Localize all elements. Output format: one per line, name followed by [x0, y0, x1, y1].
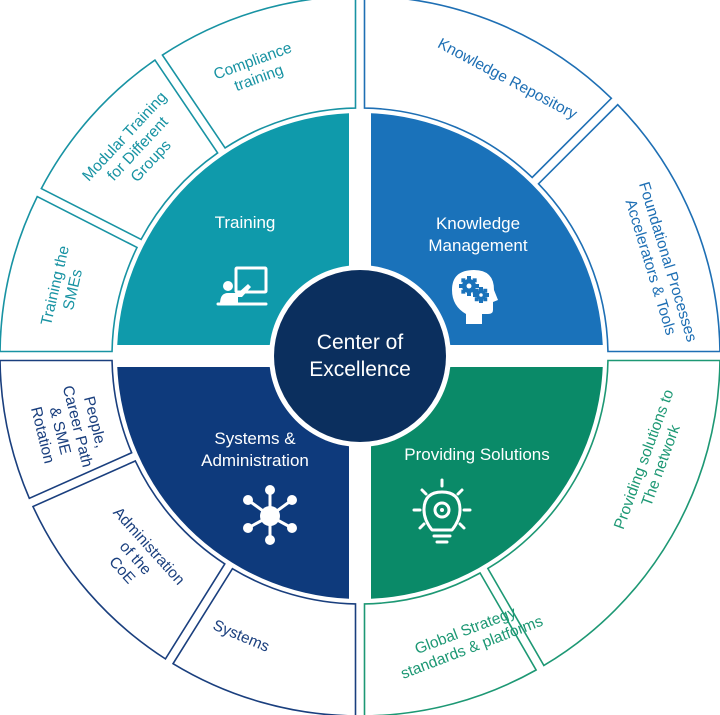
quadrant-label-training: Training: [215, 213, 276, 232]
center-title-line: Center of: [317, 331, 404, 354]
center-circle: [274, 270, 446, 442]
outer-segment-providing-solutions-network: Providing solutions toThe network: [486, 359, 720, 667]
outer-label-people-career: People,Career Path& SMERotation: [24, 380, 113, 478]
quadrant-systems: Systems & Administration: [117, 367, 349, 599]
outer-segment-global-strategy: Global Strategystandards & platforms: [363, 571, 546, 715]
quadrant-label-line: Administration: [201, 451, 309, 470]
outer-segment-shape: [31, 459, 226, 661]
quadrant-training: Training: [117, 113, 349, 345]
outer-segment-shape: [0, 195, 139, 353]
head-gears-icon: [452, 270, 498, 324]
presentation-board-icon: [216, 266, 268, 306]
outer-segment-training-smes: Training theSMEs: [0, 195, 139, 353]
network-nodes-icon: [243, 485, 297, 545]
quadrant-label-line: Providing Solutions: [404, 445, 550, 464]
outer-segment-modular-training: Modular Trainingfor DifferentGroups: [40, 58, 219, 241]
outer-segment-shape: [40, 58, 219, 241]
outer-segment-shape: [0, 359, 133, 500]
quadrant-label-systems: Systems & Administration: [201, 429, 309, 470]
outer-segment-systems: Systems: [171, 567, 357, 715]
outer-segment-shape: [363, 0, 613, 179]
outer-segment-shape: [161, 0, 357, 150]
center-title-line: Excellence: [309, 358, 411, 381]
quadrant-shape: [117, 367, 349, 599]
lightbulb-gear-icon: [412, 478, 472, 544]
center-hub: Center of Excellence: [269, 265, 451, 447]
quadrant-shape: [371, 367, 603, 599]
quadrant-label-line: Knowledge: [436, 214, 520, 233]
outer-segment-foundational-processes: Foundational ProcessesAccelerators & Too…: [537, 103, 720, 353]
center-title: Center of Excellence: [309, 331, 411, 381]
quadrant-shape: [371, 113, 603, 345]
quadrant-label-solutions: Providing Solutions: [404, 445, 550, 464]
outer-segment-people-career: People,Career Path& SMERotation: [0, 359, 133, 500]
quadrant-label-line: Systems &: [214, 429, 296, 448]
quadrant-shape: [117, 113, 349, 345]
outer-segment-compliance-training: Compliancetraining: [161, 0, 357, 150]
quadrant-label-line: Management: [428, 236, 528, 255]
outer-segment-shape: [486, 359, 720, 667]
quadrant-label-line: Training: [215, 213, 276, 232]
quadrant-solutions: Providing Solutions: [371, 367, 603, 599]
outer-segment-shape: [363, 571, 538, 715]
outer-segment-shape: [171, 567, 357, 715]
